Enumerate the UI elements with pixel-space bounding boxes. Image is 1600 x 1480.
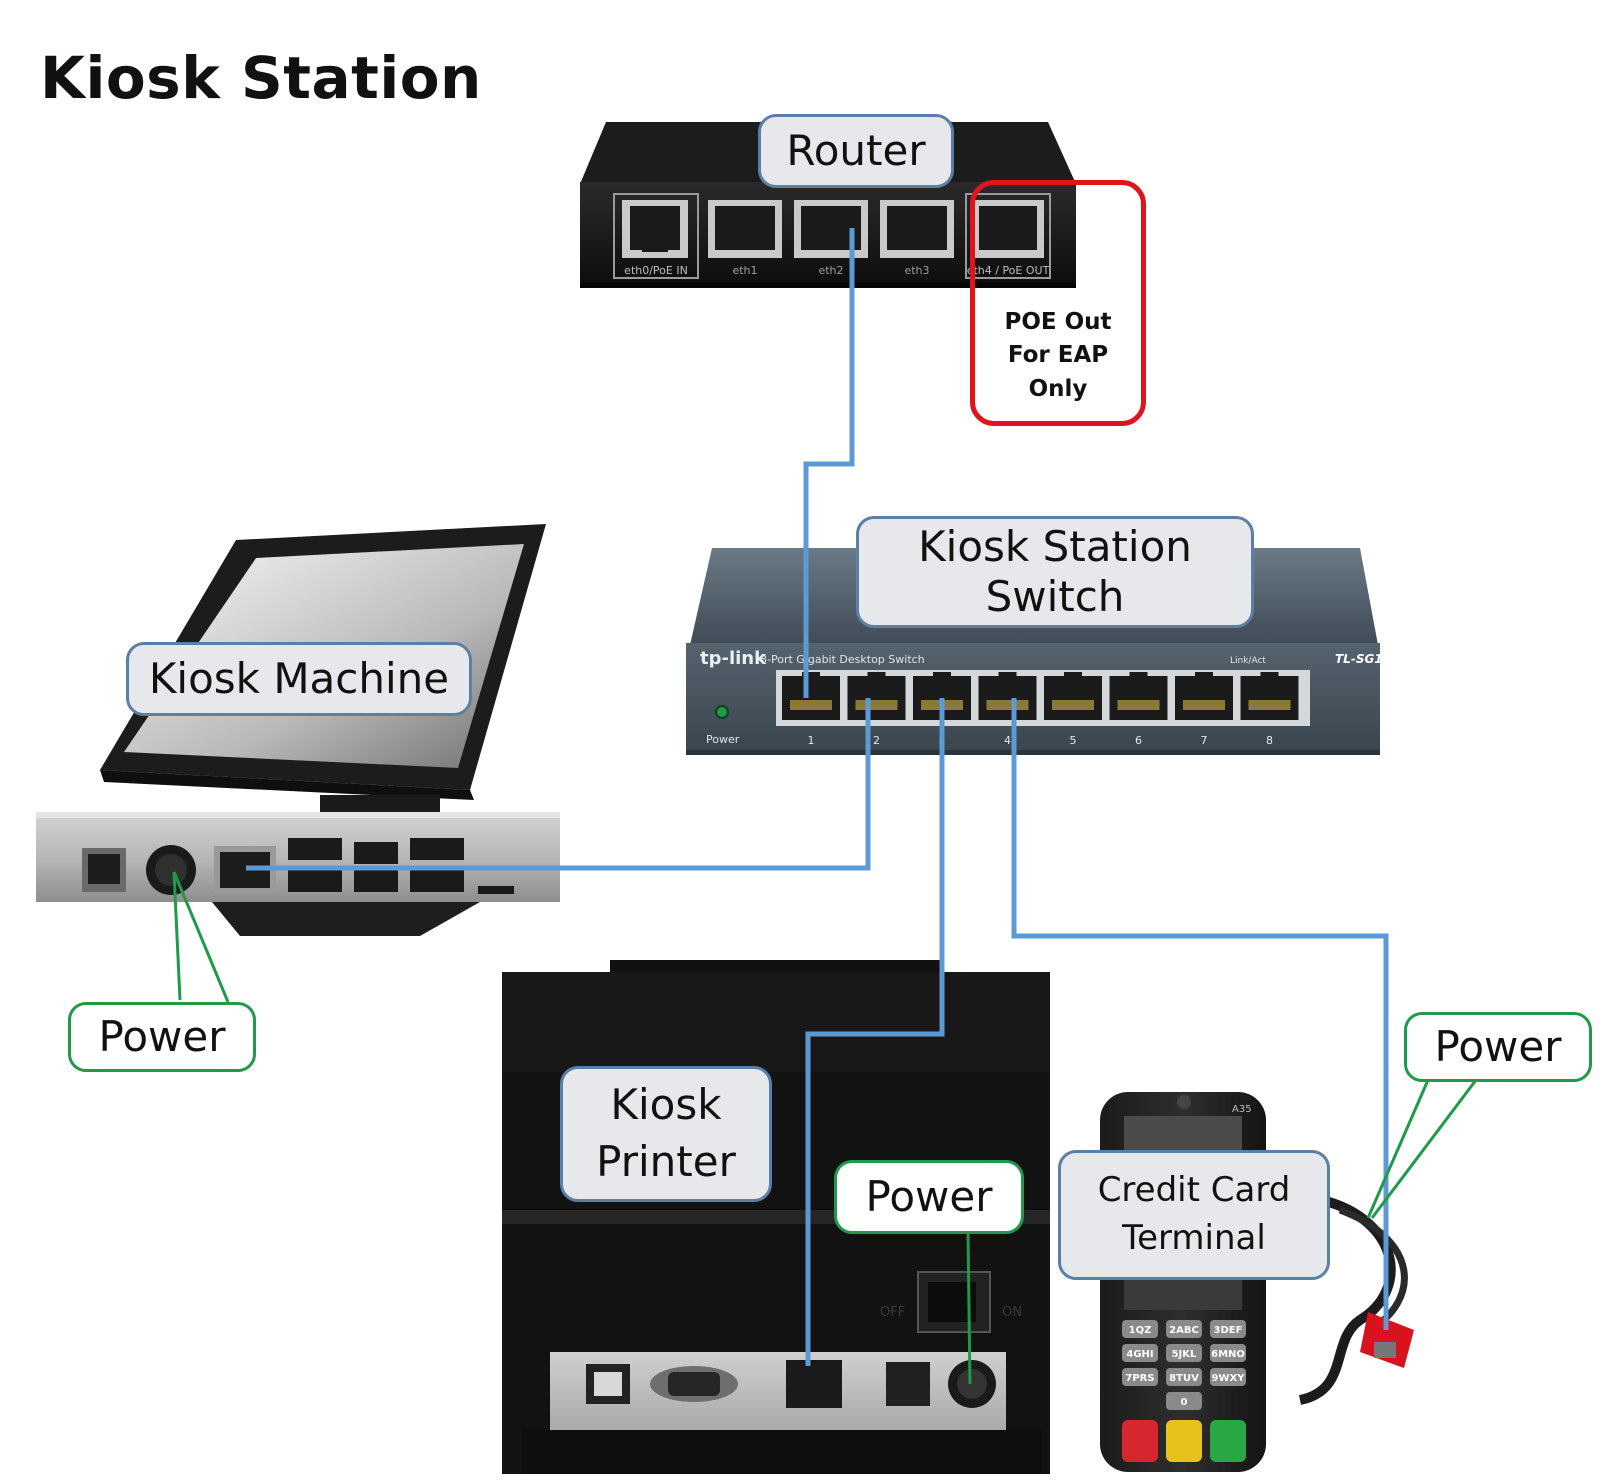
cable-router-to-switch <box>803 228 855 698</box>
terminal-power-leader <box>1370 1079 1478 1219</box>
switch-port <box>1240 672 1299 720</box>
terminal-key <box>1122 1368 1158 1386</box>
switch-port <box>847 672 906 720</box>
switch-brand: tp-link <box>700 648 767 669</box>
switch-port-number: 6 <box>1135 734 1142 747</box>
credit-card-terminal-device: A35 1QZ 2ABC 3DEF 4GHI 5JKL 6MNO 7PRS 8TUV 9WXY 0 <box>1100 1092 1414 1472</box>
power-label: Power <box>98 1012 226 1062</box>
printer-switch-on: ON <box>1002 1305 1022 1320</box>
switch-port <box>978 672 1037 720</box>
terminal-key-label: 3DEF <box>1214 1325 1243 1336</box>
terminal-key <box>1166 1320 1202 1338</box>
switch-power-led <box>715 705 729 719</box>
terminal-key-label: 6MNO <box>1211 1349 1245 1360</box>
router-port-label: eth0/PoE IN <box>624 264 688 277</box>
cable-switch-to-terminal <box>1011 698 1389 1330</box>
terminal-key <box>1166 1344 1202 1362</box>
terminal-key-label: 7PRS <box>1125 1373 1154 1384</box>
switch-port <box>1109 672 1168 720</box>
switch-port <box>1175 672 1233 720</box>
kiosk-printer-label: Kiosk Printer <box>596 1080 736 1186</box>
router-device: eth0/PoE IN eth1 eth2 eth3 eth4 / PoE OU… <box>580 122 1076 288</box>
router-port-eth4 <box>965 193 1051 279</box>
cable-switch-to-printer <box>805 698 945 1366</box>
printer-power-callout: Power <box>834 1160 1024 1234</box>
router-port-eth1 <box>708 200 782 258</box>
kiosk-printer-callout: Kiosk Printer <box>560 1066 772 1202</box>
switch-port-number: 1 <box>808 734 815 747</box>
router-port-eth2 <box>794 200 868 258</box>
router-port-label: eth3 <box>904 264 929 277</box>
terminal-keypad: 1QZ 2ABC 3DEF 4GHI 5JKL 6MNO 7PRS 8TUV 9WXY 0 <box>1122 1320 1246 1462</box>
switch-label: Kiosk Station Switch <box>918 522 1192 621</box>
terminal-key-label: 2ABC <box>1169 1325 1199 1336</box>
terminal-model: A35 <box>1232 1104 1252 1115</box>
switch-link-act: Link/Act <box>1230 656 1266 666</box>
power-leaders <box>172 871 1478 1385</box>
kiosk-machine-callout: Kiosk Machine <box>126 642 472 716</box>
power-label: Power <box>1434 1022 1562 1072</box>
cable-switch-to-kiosk-machine <box>246 698 871 871</box>
switch-port-number: 8 <box>1266 734 1273 747</box>
terminal-power-leader <box>1366 1079 1430 1219</box>
router-label: Router <box>786 126 926 176</box>
terminal-key <box>1210 1320 1246 1338</box>
router-port-label: eth2 <box>818 264 843 277</box>
switch-port-row <box>782 672 1299 720</box>
credit-card-terminal-label: Credit Card Terminal <box>1097 1170 1291 1258</box>
terminal-key-label: 9WXY <box>1212 1373 1246 1384</box>
poe-out-highlight <box>970 180 1146 426</box>
switch-description: 8-Port Gigabit Desktop Switch <box>760 653 925 666</box>
switch-model: TL-SG108 <box>1335 652 1399 666</box>
switch-port-number: 7 <box>1201 734 1208 747</box>
router-port-label: eth1 <box>732 264 757 277</box>
printer-switch-off: OFF <box>880 1305 905 1320</box>
terminal-key <box>1210 1344 1246 1362</box>
terminal-key-label: 1QZ <box>1129 1325 1152 1336</box>
terminal-power-callout: Power <box>1404 1012 1592 1082</box>
switch-port <box>1044 672 1102 720</box>
credit-card-terminal-callout: Credit Card Terminal <box>1058 1150 1330 1280</box>
terminal-clear-key <box>1166 1420 1202 1462</box>
router-port-eth0 <box>613 193 699 279</box>
kiosk-printer-device: OFF ON <box>502 960 1050 1474</box>
network-cables <box>246 228 1389 1366</box>
terminal-key-label: 5JKL <box>1172 1349 1197 1360</box>
kiosk-machine-power-leader <box>172 871 182 1001</box>
switch-port-number: 4 <box>1004 734 1011 747</box>
terminal-key-label: 8TUV <box>1169 1373 1199 1384</box>
power-label: Power <box>865 1172 993 1222</box>
terminal-key <box>1210 1368 1246 1386</box>
printer-power-leader <box>966 1231 972 1385</box>
terminal-key-label: 0 <box>1181 1397 1188 1408</box>
terminal-cancel-key <box>1122 1420 1158 1462</box>
kiosk-machine-device <box>36 524 560 936</box>
router-callout: Router <box>758 114 954 188</box>
terminal-key <box>1122 1320 1158 1338</box>
terminal-key <box>1122 1344 1158 1362</box>
switch-power-label: Power <box>706 733 740 746</box>
kiosk-machine-label: Kiosk Machine <box>148 654 450 704</box>
terminal-key <box>1166 1392 1202 1410</box>
kiosk-machine-power-leader <box>172 871 230 1003</box>
terminal-enter-key <box>1210 1420 1246 1462</box>
poe-out-note: POE Out For EAP Only <box>1004 309 1112 402</box>
terminal-key <box>1166 1368 1202 1386</box>
terminal-key-label: 4GHI <box>1126 1349 1153 1360</box>
switch-port-number: 2 <box>873 734 880 747</box>
kiosk-machine-power-callout: Power <box>68 1002 256 1072</box>
router-port-label: eth4 / PoE OUT <box>967 264 1050 277</box>
switch-port <box>782 672 840 720</box>
switch-callout: Kiosk Station Switch <box>856 516 1254 628</box>
router-port-eth3 <box>880 200 954 258</box>
switch-port-number: 5 <box>1070 734 1077 747</box>
page-title: Kiosk Station <box>40 44 482 112</box>
